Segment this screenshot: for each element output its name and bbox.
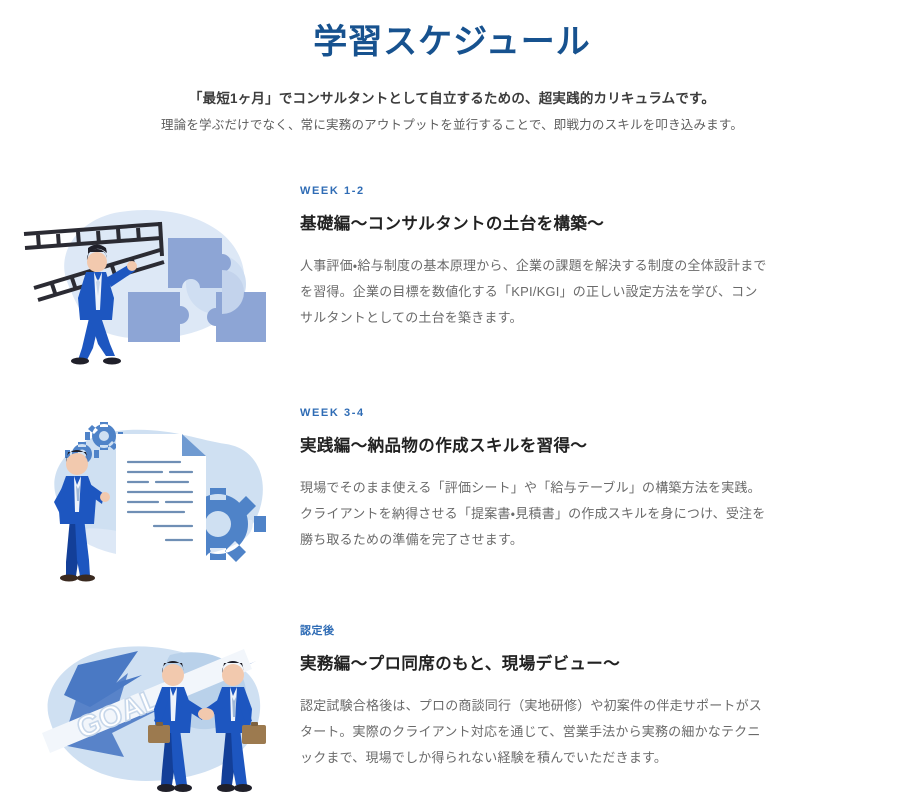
step-item: GOAL <box>0 622 904 812</box>
step-body: 認定後 実務編〜プロ同席のもと、現場デビュー〜 認定試験合格後は、プロの商談同行… <box>300 622 770 771</box>
page-title: 学習スケジュール <box>313 23 591 61</box>
lead-strong-text: 「最短1ヶ月」でコンサルタントとして自立するための、超実践的カリキュラムです。 <box>188 90 716 106</box>
arrow-head <box>64 650 142 707</box>
step-heading: 基礎編〜コンサルタントの土台を構築〜 <box>300 214 605 233</box>
gear-icon <box>85 421 123 450</box>
lead-block: 「最短1ヶ月」でコンサルタントとして自立するための、超実践的カリキュラムです。 … <box>102 88 802 138</box>
step-description: 認定試験合格後は、プロの商談同行（実地研修）や初案件の伴走サポートがスタート。実… <box>300 697 763 765</box>
step-eyebrow: 認定後 <box>300 624 335 637</box>
step-heading: 実務編〜プロ同席のもと、現場デビュー〜 <box>300 654 621 673</box>
step-item: WEEK 1-2 基礎編〜コンサルタントの土台を構築〜 人事評価・給与制度の基本… <box>0 184 904 376</box>
gear-icon-large <box>170 487 266 562</box>
document-icon <box>116 433 206 566</box>
businessman-figure <box>71 244 137 365</box>
step-heading: 実践編〜納品物の作成スキルを習得〜 <box>300 436 588 455</box>
steps-list: WEEK 1-2 基礎編〜コンサルタントの土台を構築〜 人事評価・給与制度の基本… <box>0 184 904 812</box>
lead-sub-text: 理論を学ぶだけでなく、常に実務のアウトプットを並行することで、即戦力のスキルを叩… <box>160 117 744 132</box>
learning-schedule-page: 学習スケジュール 「最短1ヶ月」でコンサルタントとして自立するための、超実践的カ… <box>23 23 802 792</box>
document-text-lines <box>126 460 194 541</box>
briefcase-icon <box>148 724 170 743</box>
document-gears-illustration <box>0 404 300 594</box>
businessman-figure <box>54 449 110 582</box>
step-body: WEEK 3-4 実践編〜納品物の作成スキルを習得〜 現場でそのまま使える「評価… <box>300 404 770 553</box>
ladder-icon <box>23 221 165 302</box>
puzzle-pieces <box>128 237 266 342</box>
step-body: WEEK 1-2 基礎編〜コンサルタントの土台を構築〜 人事評価・給与制度の基本… <box>300 184 770 331</box>
businessman-right <box>198 660 266 792</box>
step-eyebrow: WEEK 1-2 <box>300 184 365 197</box>
step-description: 人事評価・給与制度の基本原理から、企業の課題を解決する制度の全体設計までを習得。… <box>300 257 767 325</box>
goal-handshake-illustration: GOAL <box>0 622 300 812</box>
handshake-icon <box>198 707 214 720</box>
ladder-puzzle-illustration <box>0 186 300 376</box>
briefcase-icon <box>242 724 266 744</box>
step-item: WEEK 3-4 実践編〜納品物の作成スキルを習得〜 現場でそのまま使える「評価… <box>0 404 904 594</box>
step-description: 現場でそのまま使える「評価シート」や「給与テーブル」の構築方法を実践。クライアン… <box>300 479 766 547</box>
step-eyebrow: WEEK 3-4 <box>300 406 365 419</box>
